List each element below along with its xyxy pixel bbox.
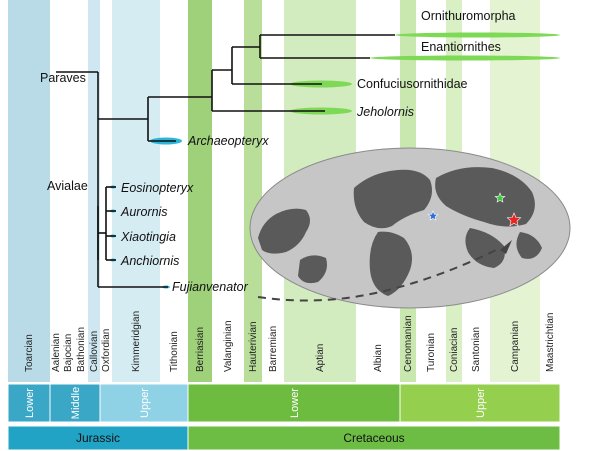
map-locality-markers <box>427 192 522 227</box>
stage-label: Hauterivian <box>248 321 259 372</box>
red-star-marker <box>506 212 522 227</box>
locality-connector-line <box>257 247 501 302</box>
range-bar <box>395 32 560 38</box>
stage-label: Turonian <box>426 333 437 372</box>
period-cell <box>187 425 561 451</box>
series-label: Lower <box>24 388 36 418</box>
stage-column <box>62 0 74 382</box>
stage-column <box>244 0 262 382</box>
green-star-marker <box>494 192 506 203</box>
period-label: Cretaceous <box>343 431 404 445</box>
taxon-label-eosinopteryx: Eosinopteryx <box>121 181 194 195</box>
period-cell <box>7 425 189 451</box>
stage-column <box>8 0 50 382</box>
stage-label: Maastrichtian <box>545 313 556 372</box>
series-label: Upper <box>139 388 151 418</box>
stage-column <box>212 0 244 382</box>
series-row: Lower Middle Upper Lower Upper <box>7 383 561 423</box>
stage-label: Albian <box>373 344 384 372</box>
taxon-label-fujianvenator: Fujianvenator <box>172 280 249 294</box>
stage-label: Tithonian <box>169 331 180 372</box>
clade-label-paraves: Paraves <box>40 71 86 85</box>
series-cell <box>399 383 561 423</box>
stage-label: Berriasian <box>195 327 206 372</box>
taxon-label-archaeopteryx: Archaeopteryx <box>187 134 269 148</box>
stage-label: Callovian <box>89 331 100 372</box>
stage-label: Toarcian <box>24 334 35 372</box>
series-label: Lower <box>289 388 301 418</box>
period-row: Jurassic Cretaceous <box>7 425 561 451</box>
stage-label: Bajocian <box>63 334 74 372</box>
series-label: Middle <box>70 387 82 419</box>
stage-label: Coniacian <box>449 328 460 372</box>
stage-column <box>160 0 188 382</box>
series-cell <box>187 383 401 423</box>
clade-label-avialae: Avialae <box>47 179 88 193</box>
stage-label: Valanginian <box>223 320 234 372</box>
taxon-labels: Ornithuromorpha Enantiornithes Confucius… <box>120 9 516 294</box>
taxon-label-confuciusornithidae: Confuciusornithidae <box>357 77 468 91</box>
taxon-label-ornithuromorpha: Ornithuromorpha <box>421 9 516 23</box>
paleogeographic-map <box>249 147 571 309</box>
series-label: Upper <box>475 388 487 418</box>
stage-label: Aptian <box>315 344 326 372</box>
taxon-label-enantiornithes: Enantiornithes <box>421 40 501 54</box>
phylogenetic-tree <box>56 34 395 288</box>
stage-label: Oxfordian <box>101 329 112 372</box>
stage-column <box>112 0 160 382</box>
period-label: Jurassic <box>76 431 120 445</box>
taxon-label-xiaotingia: Xiaotingia <box>120 230 176 244</box>
taxon-label-aurornis: Aurornis <box>120 205 168 219</box>
stage-label: Bathonian <box>76 327 87 372</box>
stage-label: Barremian <box>268 326 279 372</box>
taxon-label-anchiornis: Anchiornis <box>120 254 179 268</box>
series-cell <box>7 383 51 423</box>
stage-label: Santonian <box>471 327 482 372</box>
blue-star-marker <box>427 210 439 221</box>
stage-column <box>74 0 88 382</box>
stage-label: Kimmeridgian <box>131 311 142 372</box>
connector-arrowhead <box>500 240 512 254</box>
taxon-label-jeholornis: Jeholornis <box>356 105 414 119</box>
stage-label: Campanian <box>510 321 521 372</box>
stage-column <box>188 0 212 382</box>
map-landmasses <box>258 167 542 296</box>
stage-label: Cenomanian <box>403 315 414 372</box>
stage-label: Aalenian <box>51 333 62 372</box>
range-bar <box>370 55 560 61</box>
stage-column <box>50 0 62 382</box>
stage-column <box>88 0 100 382</box>
